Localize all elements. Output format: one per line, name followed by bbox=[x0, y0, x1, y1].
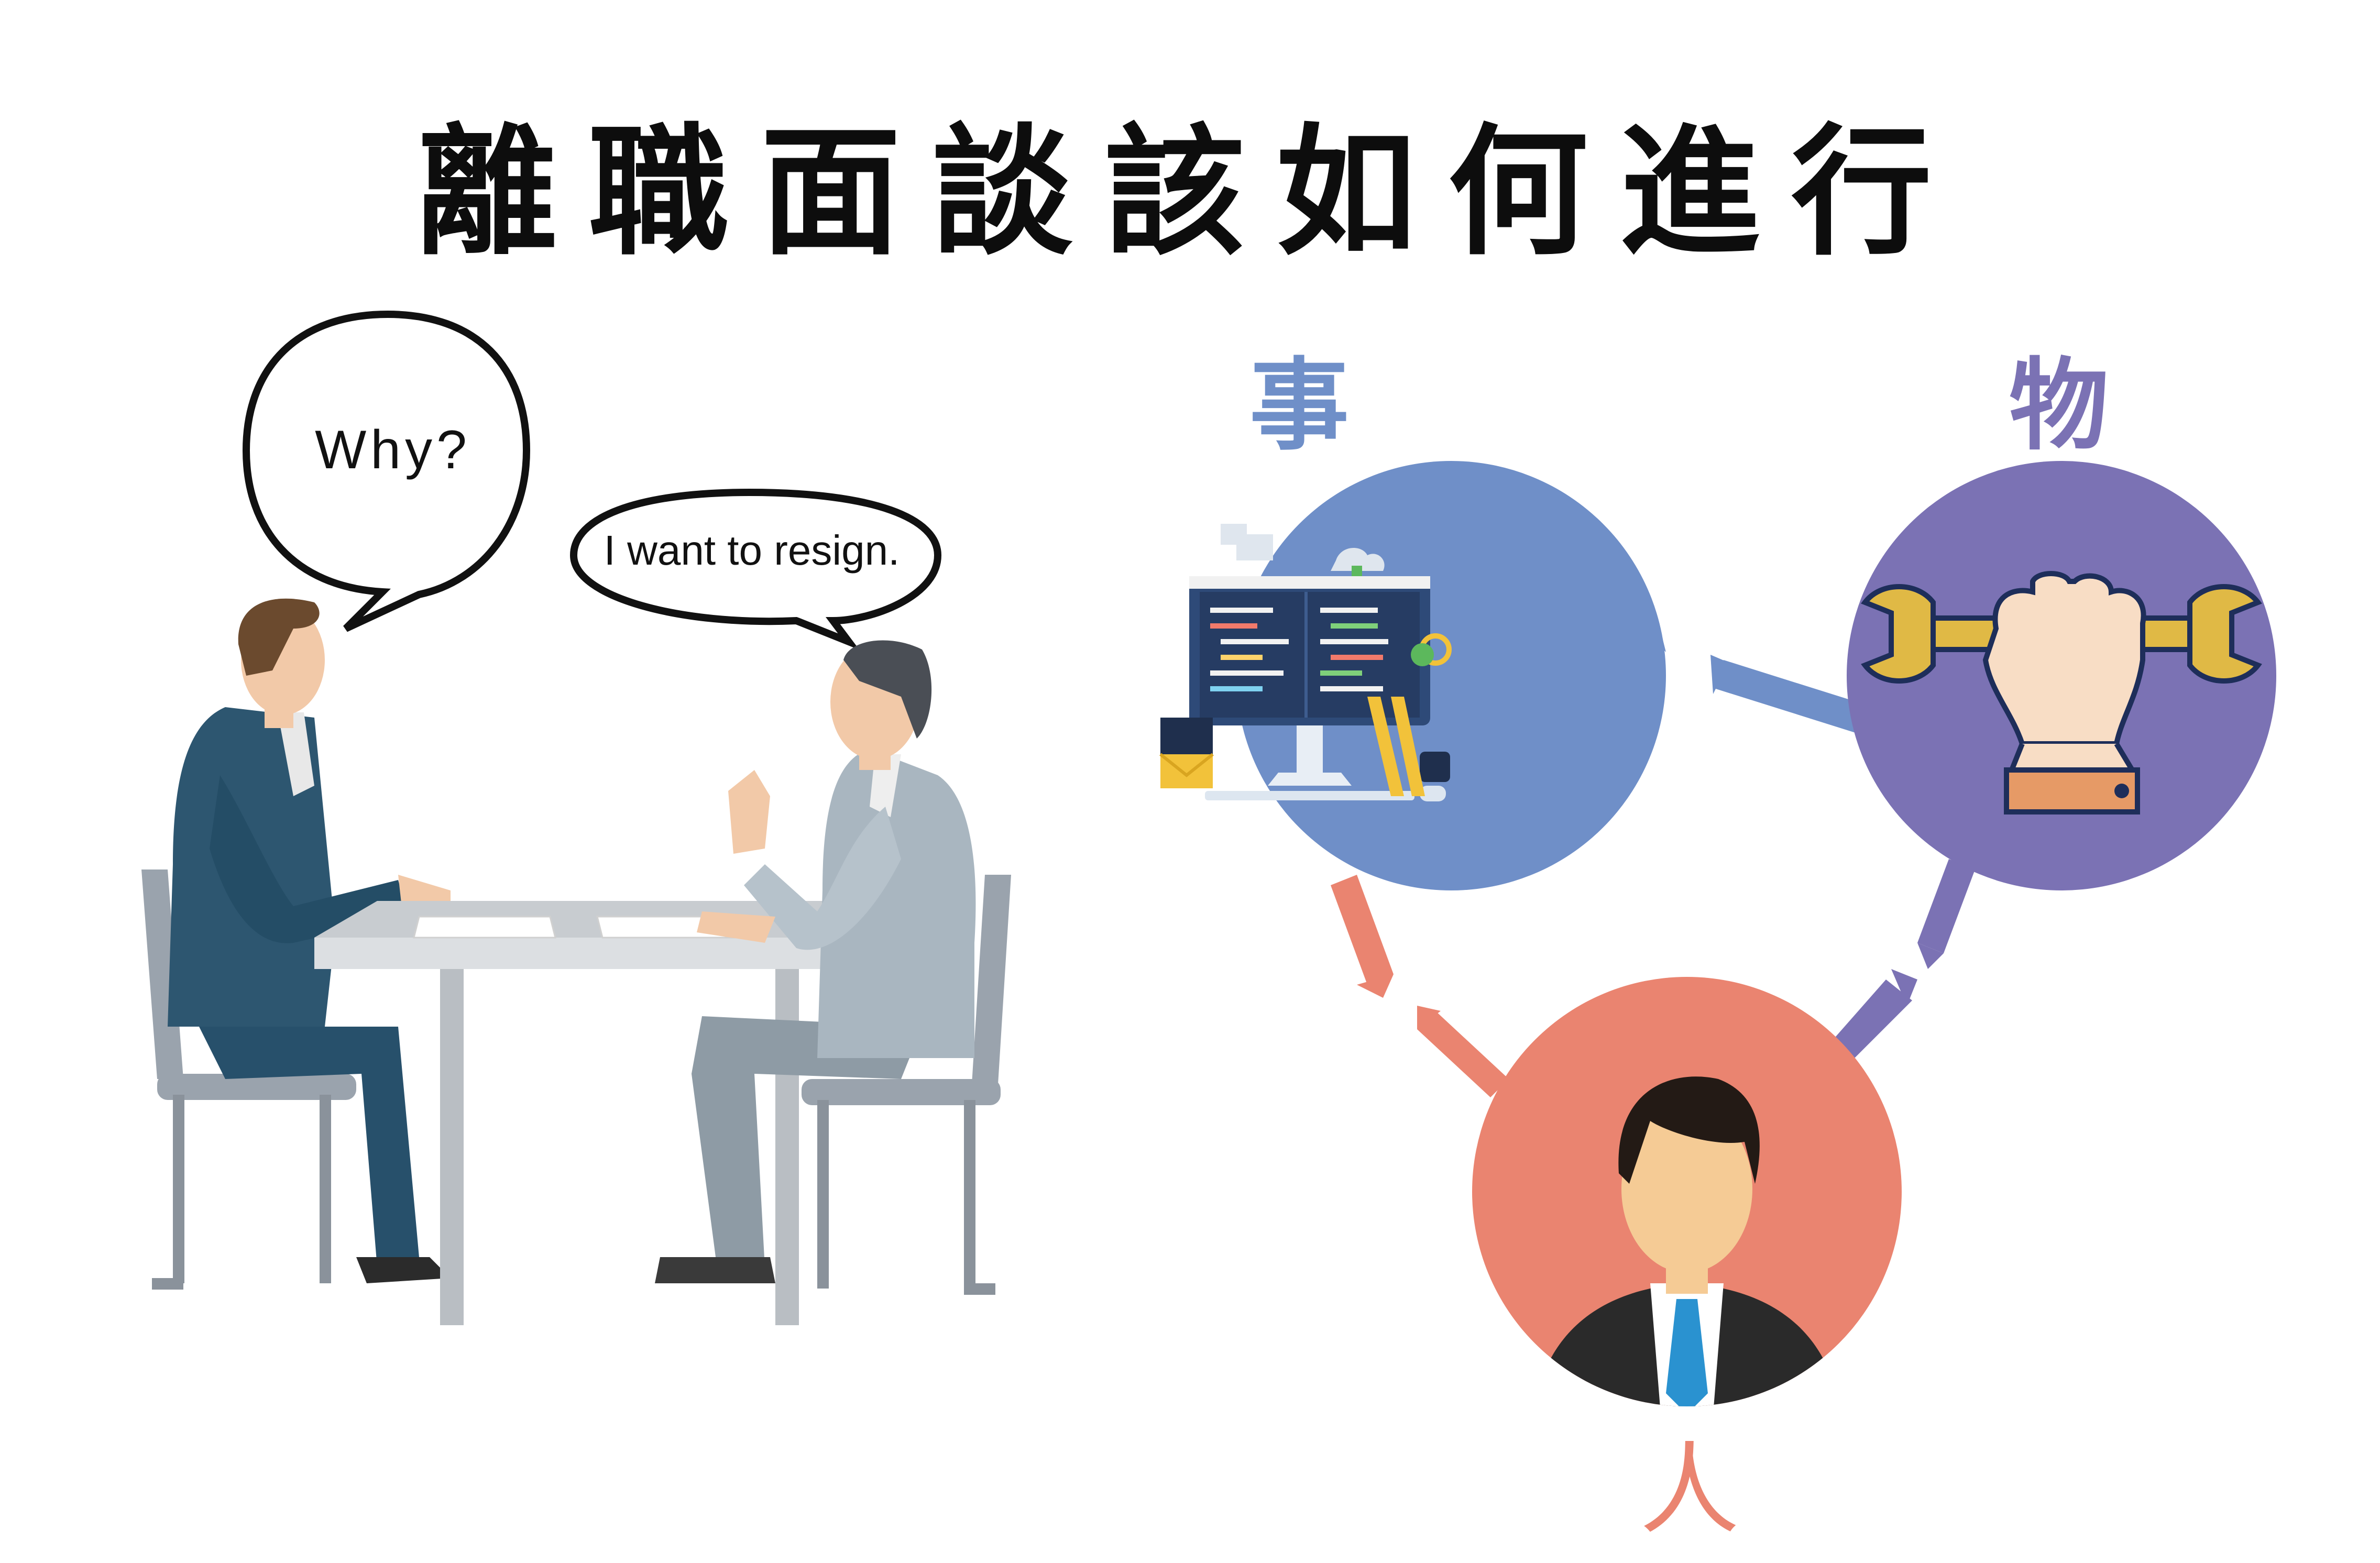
interviewer-speech-text: Why? bbox=[315, 420, 471, 480]
node-label-shi: 事 bbox=[1249, 348, 1350, 464]
node-label-ren: 人 bbox=[1640, 1432, 1740, 1548]
employee-speech-text: I want to resign. bbox=[604, 527, 900, 574]
resign-speech-bubble bbox=[569, 488, 942, 650]
businessman-avatar-icon bbox=[1540, 1076, 1834, 1406]
interviewer-figure bbox=[168, 598, 451, 1283]
why-speech-bubble bbox=[242, 310, 531, 632]
right-chair bbox=[802, 875, 1011, 1295]
node-label-wu: 物 bbox=[2009, 348, 2109, 464]
computer-code-icon bbox=[1159, 524, 1452, 801]
wrench-fist-icon bbox=[1861, 571, 2262, 814]
node-ren bbox=[1472, 977, 1902, 1406]
node-wu bbox=[1847, 461, 2276, 890]
page-title: 離職面談該如何進行 bbox=[416, 111, 1964, 274]
node-shi bbox=[1159, 461, 1666, 890]
left-chair bbox=[141, 869, 356, 1290]
employee-figure bbox=[655, 640, 976, 1283]
connector-wu-ren bbox=[1828, 859, 1975, 1063]
connector-shi-ren bbox=[1331, 875, 1509, 1097]
